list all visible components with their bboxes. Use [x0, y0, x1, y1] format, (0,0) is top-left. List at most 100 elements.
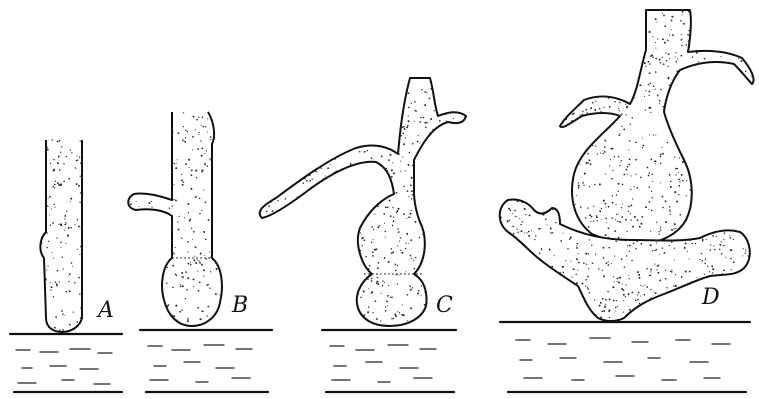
stipple-dot	[583, 185, 584, 186]
stipple-dot	[408, 216, 410, 218]
stipple-dot	[642, 145, 644, 147]
stipple-dot	[701, 260, 703, 262]
stipple-dot	[186, 289, 188, 291]
stipple-dot	[528, 231, 530, 233]
stipple-dot	[69, 324, 71, 326]
stipple-dot	[663, 109, 665, 111]
stipple-dot	[201, 125, 202, 126]
stipple-dot	[303, 182, 305, 184]
stipple-dot	[409, 213, 411, 215]
stipple-dot	[608, 97, 610, 99]
stipple-dot	[431, 89, 433, 91]
stipple-dot	[659, 103, 660, 104]
stipple-dot	[689, 258, 690, 259]
stipple-dot	[588, 226, 590, 228]
stipple-dot	[59, 169, 60, 170]
stipple-dot	[387, 305, 388, 306]
stipple-dot	[419, 142, 420, 143]
stipple-dot	[429, 98, 431, 100]
stipple-dot	[648, 209, 649, 210]
stipple-dot	[747, 255, 748, 256]
stipple-dot	[201, 264, 203, 266]
stipple-dot	[662, 196, 664, 198]
stipple-dot	[662, 207, 664, 209]
stipple-dot	[605, 96, 607, 98]
stipple-dot	[191, 228, 192, 229]
stipple-dot	[637, 294, 638, 295]
stipple-dot	[667, 142, 669, 144]
stipple-dot	[335, 170, 337, 172]
stipple-dot	[405, 137, 406, 138]
stipple-dot	[173, 184, 174, 185]
stipple-dot	[679, 214, 681, 216]
stipple-dot	[587, 287, 588, 288]
stipple-dot	[60, 183, 62, 185]
stipple-dot	[181, 174, 182, 175]
stipple-dot	[751, 76, 752, 77]
stipple-dot	[371, 226, 373, 228]
stipple-dot	[659, 100, 661, 102]
stipple-dot	[203, 231, 205, 233]
stipple-dot	[660, 162, 661, 163]
stipple-dot	[395, 264, 397, 266]
stipple-dot	[627, 174, 628, 175]
panel-c-substrate	[322, 330, 456, 392]
stipple-dot	[54, 327, 56, 329]
panel-d-label: D	[701, 285, 720, 310]
stipple-dot	[51, 208, 52, 209]
stipple-dot	[605, 234, 607, 236]
stipple-dot	[402, 304, 403, 305]
stipple-dot	[413, 260, 414, 261]
stipple-dot	[630, 205, 632, 207]
stipple-dot	[50, 282, 51, 283]
stipple-dot	[644, 284, 645, 285]
stipple-dot	[51, 139, 52, 140]
stipple-dot	[173, 253, 175, 255]
stipple-dot	[309, 175, 310, 176]
stipple-dot	[626, 284, 627, 285]
stipple-dot	[195, 196, 197, 198]
stipple-dot	[590, 163, 592, 165]
stipple-dot	[63, 181, 65, 183]
stipple-dot	[600, 317, 602, 319]
stipple-dot	[689, 271, 691, 273]
stipple-dot	[400, 161, 401, 162]
stipple-dot	[645, 206, 647, 208]
stipple-dot	[625, 240, 626, 241]
stipple-dot	[631, 260, 632, 261]
stipple-dot	[597, 220, 598, 221]
stipple-dot	[393, 318, 394, 319]
stipple-dot	[77, 249, 78, 250]
stipple-dot	[596, 216, 598, 218]
stipple-dot	[684, 247, 686, 249]
panel-b-substrate	[140, 330, 272, 392]
stipple-dot	[128, 201, 129, 202]
stipple-dot	[604, 146, 606, 148]
stipple-dot	[205, 201, 207, 203]
stipple-dot	[206, 132, 207, 133]
stipple-dot	[172, 287, 174, 289]
stipple-dot	[387, 295, 389, 297]
stipple-dot	[615, 241, 616, 242]
stipple-dot	[195, 129, 196, 130]
stipple-dot	[66, 156, 67, 157]
stipple-dot	[628, 150, 629, 151]
stipple-dot	[204, 153, 205, 154]
stipple-dot	[572, 113, 574, 115]
stipple-dot	[678, 185, 680, 187]
stipple-dot	[576, 258, 578, 260]
stipple-dot	[185, 298, 186, 299]
stipple-dot	[178, 228, 180, 230]
stipple-dot	[540, 228, 541, 229]
stipple-dot	[618, 156, 620, 158]
stipple-dot	[200, 140, 201, 141]
stipple-dot	[212, 259, 214, 261]
stipple-dot	[674, 260, 675, 261]
stipple-dot	[679, 181, 680, 182]
stipple-dot	[411, 103, 412, 104]
stipple-dot	[175, 200, 177, 202]
stipple-dot	[637, 219, 639, 221]
stipple-dot	[420, 117, 421, 118]
stipple-dot	[411, 177, 413, 179]
stipple-dot	[600, 111, 601, 112]
